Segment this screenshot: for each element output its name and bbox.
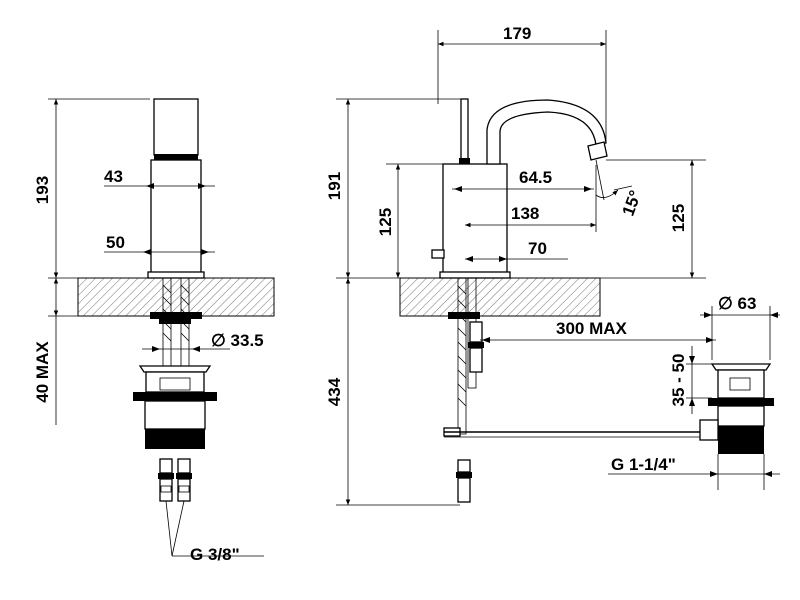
waste-view: ∅ 63 35 - 50 G 1-1/4" (608, 294, 780, 490)
front-faucet-column (150, 159, 202, 275)
front-faucet-head (153, 98, 199, 156)
front-dim-43: 43 (104, 167, 123, 186)
front-faucet-aerator (154, 154, 198, 160)
side-countertop (399, 277, 601, 317)
front-dim-40-max: 40 MAX (33, 341, 52, 403)
front-dim-193: 193 (33, 176, 52, 204)
front-connectors (158, 458, 192, 502)
side-dim-179: 179 (503, 24, 531, 43)
front-dim-50: 50 (106, 233, 125, 252)
front-thread-label: G 3/8" (190, 545, 240, 564)
side-dim-125-body: 125 (376, 208, 395, 236)
waste-dim-diameter: ∅ 63 (718, 294, 756, 313)
side-dim-138: 138 (511, 204, 539, 223)
front-countertop (77, 277, 275, 317)
waste-thread-label: G 1-1/4" (611, 455, 676, 474)
side-dim-434: 434 (325, 377, 344, 406)
side-dim-70: 70 (528, 239, 547, 258)
front-dim-hole-diameter: ∅ 33.5 (211, 331, 264, 350)
side-dim-300-max: 300 MAX (556, 319, 628, 338)
side-view: 179 191 125 64.5 138 70 15° 125 (325, 24, 716, 506)
side-angle-15: 15° (619, 188, 646, 219)
side-dim-125-outlet: 125 (669, 204, 688, 232)
front-view: 193 40 MAX 43 50 ∅ 33.5 G 3/8" (33, 98, 275, 564)
side-spout (486, 99, 607, 165)
side-lever (460, 98, 469, 162)
front-faucet-base (147, 271, 205, 279)
waste-dim-height-range: 35 - 50 (669, 354, 688, 407)
side-dim-64-5: 64.5 (519, 168, 552, 187)
side-dim-191: 191 (325, 172, 344, 200)
front-waste (133, 365, 217, 449)
